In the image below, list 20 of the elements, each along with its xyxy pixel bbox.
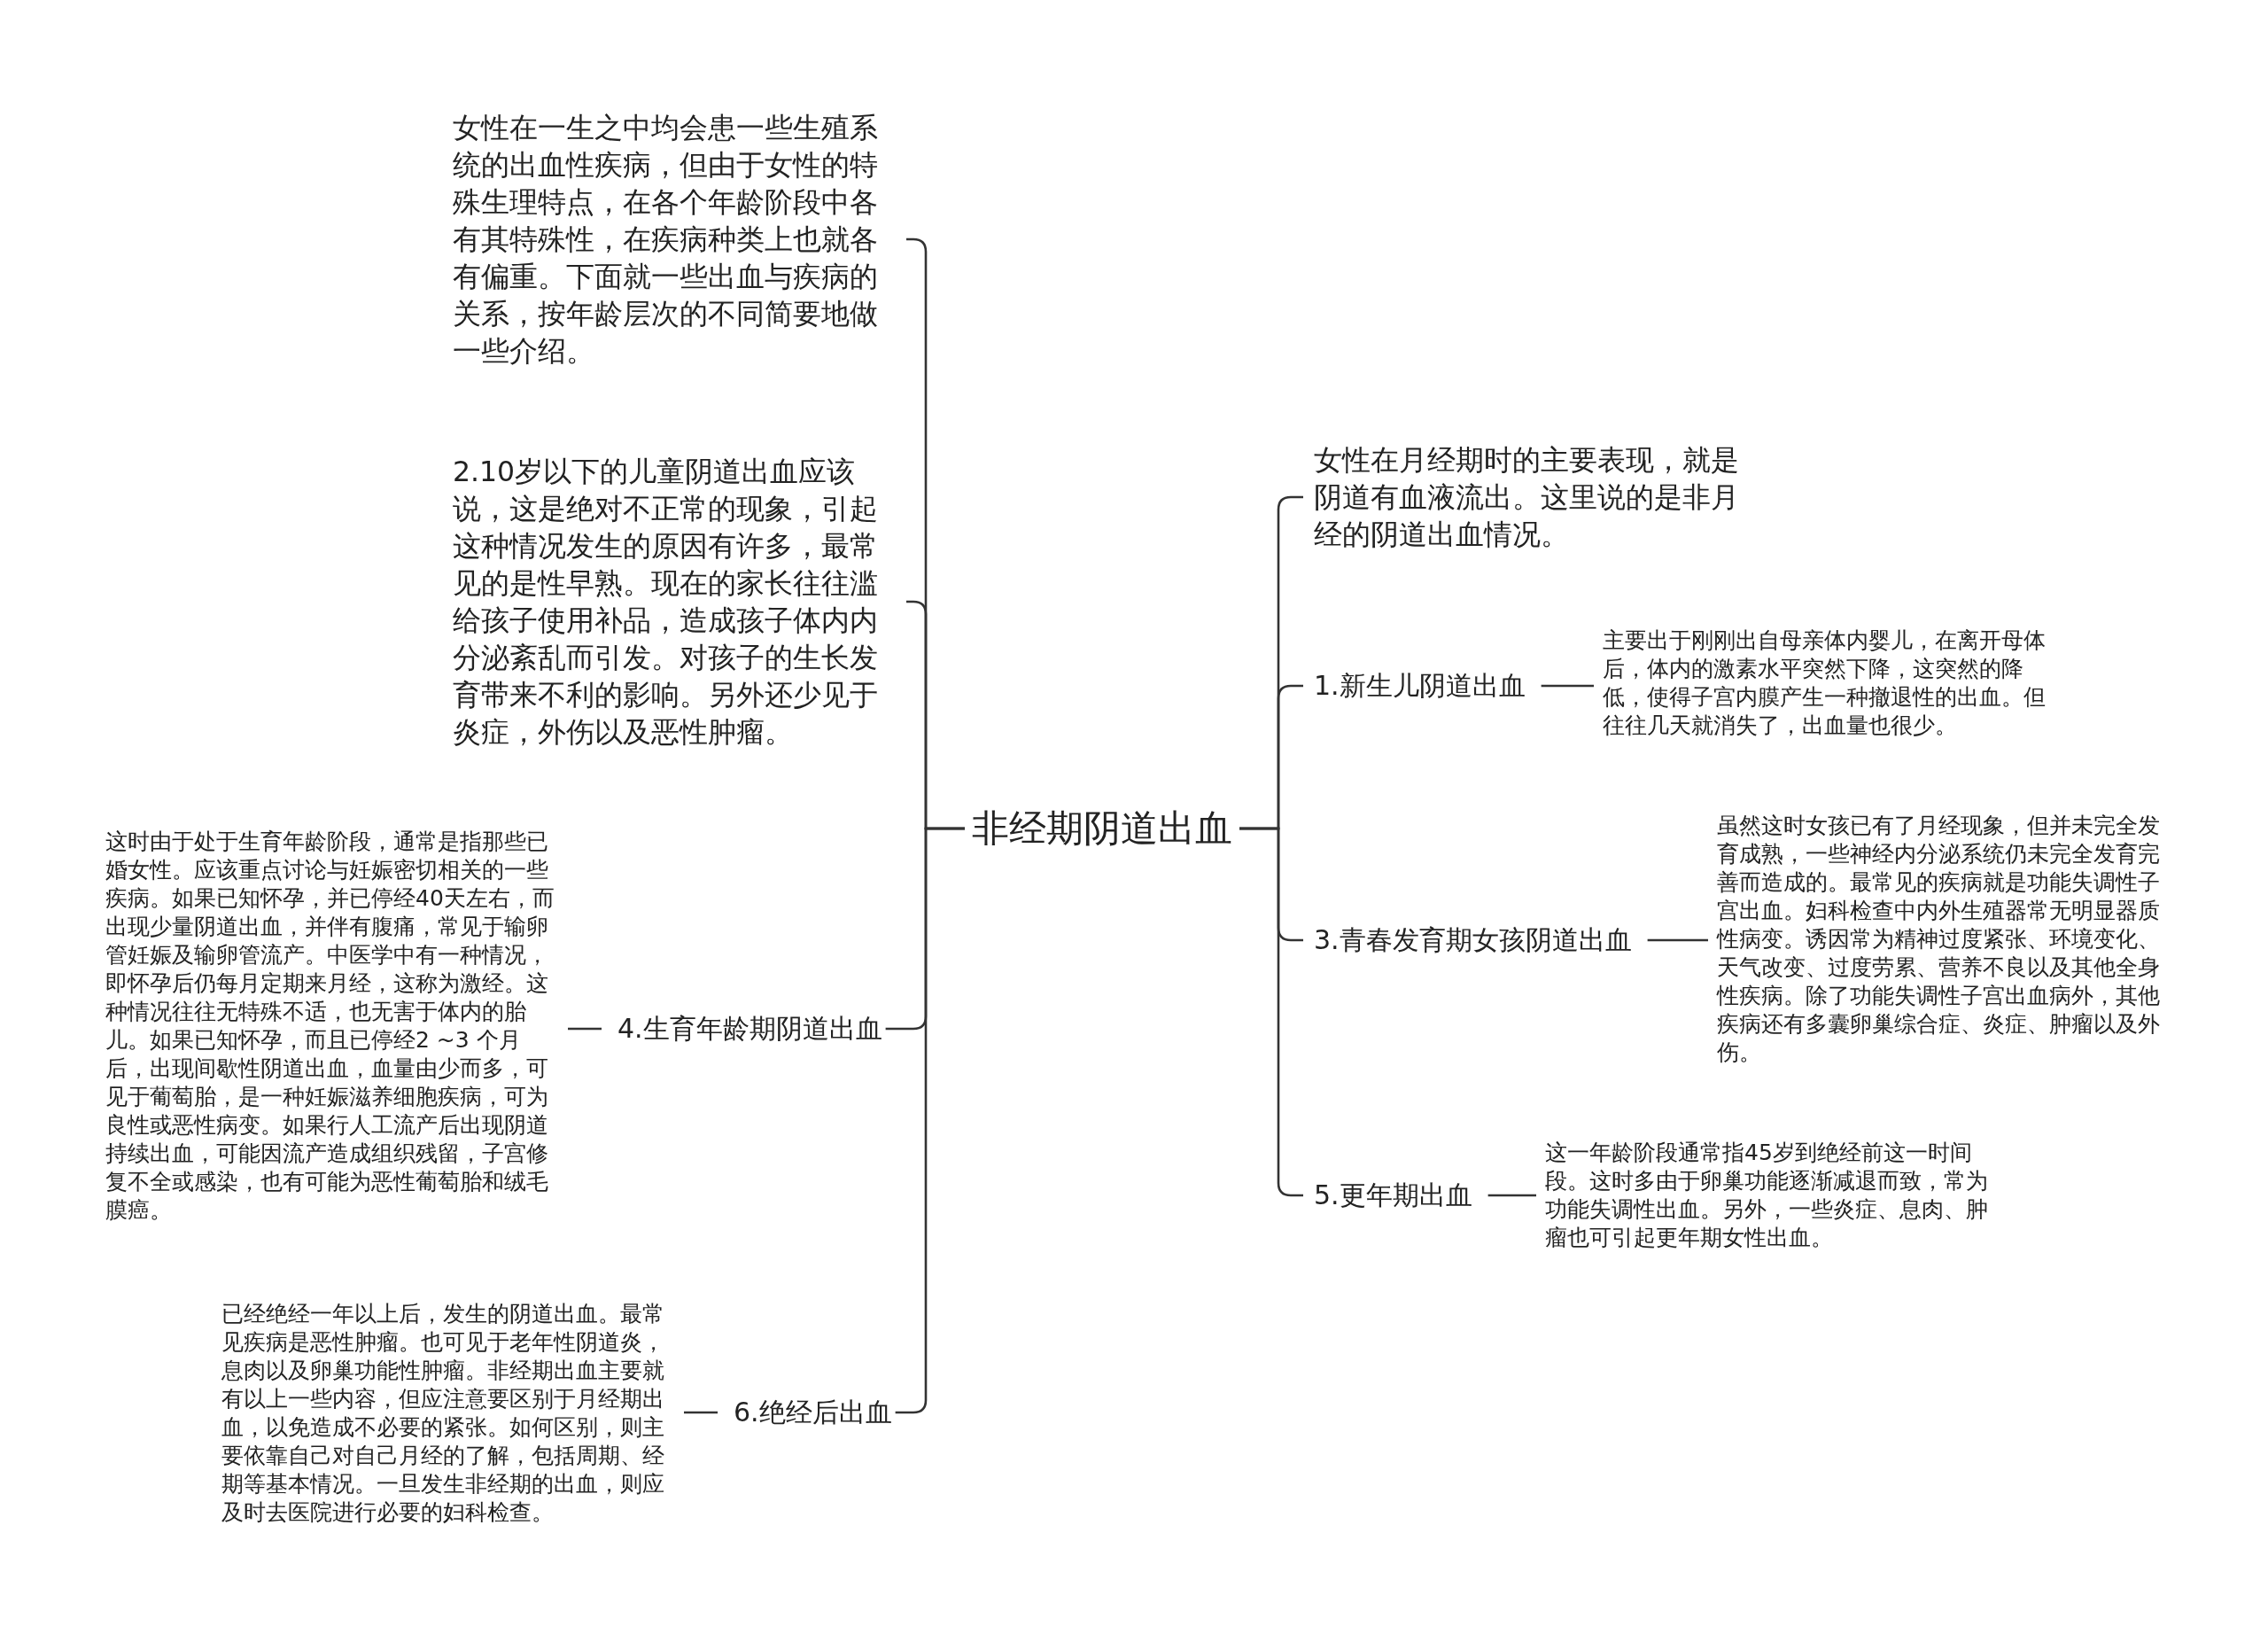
branch-text: 女性在一生之中均会患一些生殖系统的出血性疾病，但由于女性的特殊生理特点，在各个年龄阶段中各有其特殊性，在疾病种类上也就各有偏重。下面就一些出血与疾病的关系，按年龄层次的不同简要地做一些介绍。 bbox=[449, 109, 906, 370]
detail-text: 已经绝经一年以上后，发生的阴道出血。最常见疾病是恶性肿瘤。也可见于老年性阴道炎，息肉以及卵巢功能性肿瘤。非经期出血主要就有以上一些内容，但应注意要区别于月经期出血，以免造成不必要的紧张。如何区别，则主要依靠自己对自己月经的了解，包括周期、经期等基本情况。一旦发生非经期的出血，则应及时去医院进行必要的妇科检查。 bbox=[218, 1300, 684, 1527]
central-topic: 非经期阴道出血 bbox=[965, 803, 1239, 854]
connector-line bbox=[684, 1411, 718, 1414]
connector-line bbox=[568, 1027, 602, 1031]
branch-label: 5.更年期出血 bbox=[1303, 1177, 1488, 1214]
detail-text: 这一年龄阶段通常指45岁到绝经前这一时间段。这时多由于卵巢功能逐渐减退而致，常为功能失调性出血。另外，一些炎症、息肉、肿瘤也可引起更年期女性出血。 bbox=[1536, 1139, 2002, 1252]
connector-line bbox=[895, 827, 965, 1414]
connector-line bbox=[1647, 938, 1708, 942]
connector-line bbox=[1487, 1194, 1536, 1197]
branch-label: 3.青春发育期女孩阴道出血 bbox=[1303, 922, 1648, 959]
connector-line bbox=[1541, 684, 1594, 688]
branch-label: 1.新生儿阴道出血 bbox=[1303, 667, 1542, 704]
branch-label: 4.生育年龄期阴道出血 bbox=[602, 1010, 886, 1047]
branch-text: 2.10岁以下的儿童阴道出血应该说，这是绝对不正常的现象，引起这种情况发生的原因有许多，最常见的是性早熟。现在的家长往往滥给孩子使用补品，造成孩子体内内分泌紊乱而引发。对孩子的生长发育带来不利的影响。另外还少见于炎症，外伤以及恶性肿瘤。 bbox=[449, 453, 906, 751]
branch-text: 女性在月经期时的主要表现，就是阴道有血液流出。这里说的是非月经的阴道出血情况。 bbox=[1303, 441, 1753, 553]
branch-label: 6.绝经后出血 bbox=[718, 1394, 896, 1431]
detail-text: 主要出于刚刚出自母亲体内婴儿，在离开母体后，体内的激素水平突然下降，这突然的降低，使得子宫内膜产生一种撤退性的出血。但往往几天就消失了，出血量也很少。 bbox=[1594, 626, 2060, 740]
detail-text: 这时由于处于生育年龄阶段，通常是指那些已婚女性。应该重点讨论与妊娠密切相关的一些疾病。如果已知怀孕，并已停经40天左右，而出现少量阴道出血，并伴有腹痛，常见于输卵管妊娠及输卵管流产。中医学中有一种情况，即怀孕后仍每月定期来月经，这称为激经。这种情况往往无特殊不适，也无害于体内的胎儿。如果已知怀孕，而且已停经2 ~3 个月后，出现间歇性阴道出血，血量由少而多，可见于葡萄胎，是一种妊娠滋养细胞疾病，可为良性或恶性病变。如果行人工流产后出现阴道持续出血，可能因流产造成组织残留，子宫修复不全或感染，也有可能为恶性葡萄胎和绒毛膜癌。 bbox=[102, 828, 568, 1225]
detail-text: 虽然这时女孩已有了月经现象，但并未完全发育成熟，一些神经内分泌系统仍未完全发育完善而造成的。最常见的疾病就是功能失调性子宫出血。妇科检查中内外生殖器常无明显器质性病变。诱因常为精神过度紧张、环境变化、天气改变、过度劳累、营养不良以及其他全身性疾病。除了功能失调性子宫出血病外，其他疾病还有多囊卵巢综合症、炎症、肿瘤以及外伤。 bbox=[1708, 812, 2174, 1067]
